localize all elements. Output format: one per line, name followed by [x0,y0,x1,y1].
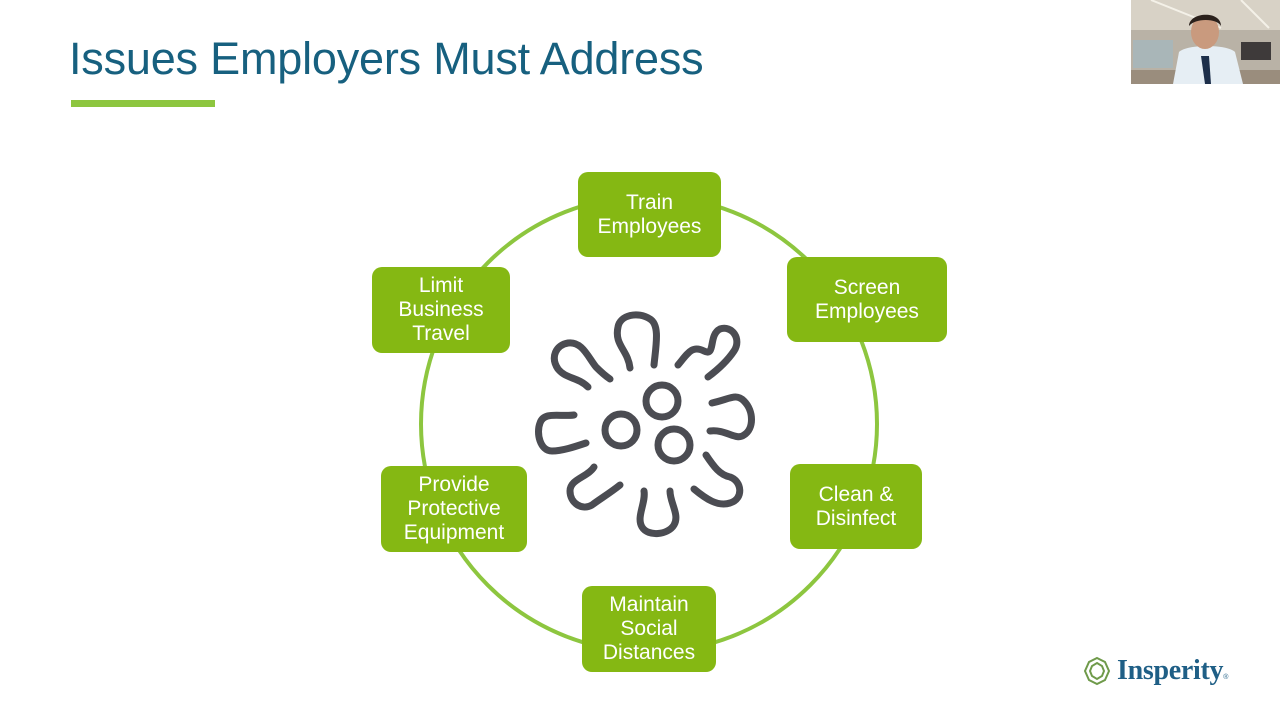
logo-text: Insperity [1117,655,1224,686]
cycle-item-label: Screen Employees [815,275,919,323]
cycle-item-label: Clean & Disinfect [815,482,897,530]
virus-icon [535,311,755,537]
slide-title: Issues Employers Must Address [69,33,704,84]
title-underline [71,100,215,107]
cycle-item-provide-protective-equipment: Provide Protective Equipment [381,466,527,552]
presenter-video-icon [1131,0,1280,84]
cycle-item-limit-business-travel: Limit Business Travel [372,267,510,353]
cycle-item-label: Maintain Social Distances [602,593,696,664]
cycle-item-screen-employees: Screen Employees [787,257,947,342]
cycle-item-maintain-social-distances: Maintain Social Distances [582,586,716,672]
insperity-logo: Insperity ® [1083,655,1228,687]
cycle-item-label: Train Employees [597,190,702,238]
cycle-item-label: Limit Business Travel [398,274,484,345]
insperity-logo-icon [1083,656,1111,686]
logo-registered-mark: ® [1223,674,1229,681]
presenter-video-thumbnail[interactable] [1131,0,1280,84]
cycle-item-clean-disinfect: Clean & Disinfect [790,464,922,549]
cycle-item-train-employees: Train Employees [578,172,721,257]
cycle-item-label: Provide Protective Equipment [403,473,505,544]
